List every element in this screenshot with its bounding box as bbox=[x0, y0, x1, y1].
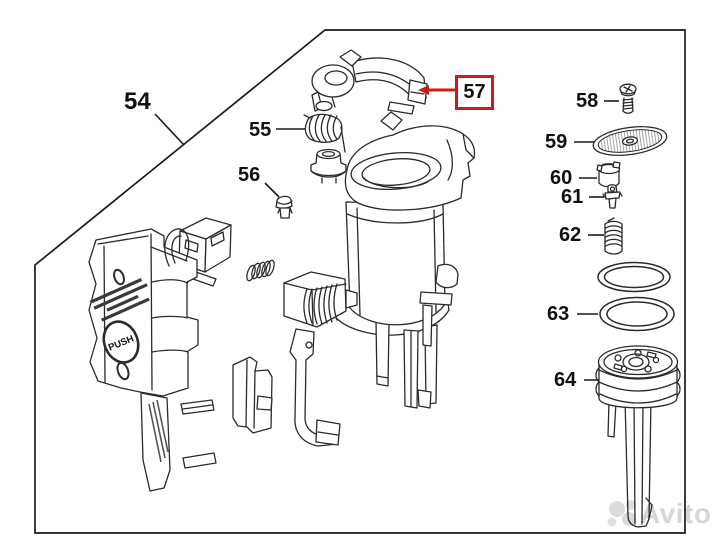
warning-text-block bbox=[89, 278, 150, 322]
part-label-62: 62 bbox=[559, 224, 582, 246]
part-label-61: 61 bbox=[561, 186, 584, 208]
bellows-assembly bbox=[283, 271, 358, 328]
part-label-57: 57 bbox=[463, 81, 486, 103]
part-label-54: 54 bbox=[124, 88, 151, 115]
part-57-sweep-arm bbox=[311, 49, 428, 115]
brew-chamber-cylinder bbox=[335, 201, 459, 409]
small-spring bbox=[246, 259, 275, 282]
frame-border bbox=[34, 29, 686, 534]
highlighted-part-box-57: 57 bbox=[455, 75, 494, 110]
part-label-59: 59 bbox=[545, 131, 568, 153]
part-58-screw bbox=[619, 83, 637, 114]
part-label-56: 56 bbox=[238, 164, 261, 186]
part-label-63: 63 bbox=[547, 303, 570, 325]
leader-lines bbox=[154, 100, 619, 381]
part-label-64: 64 bbox=[554, 369, 577, 391]
part-63-o-rings bbox=[597, 261, 675, 332]
funnel-hopper bbox=[344, 111, 476, 211]
part-59-shower-disc bbox=[592, 126, 668, 156]
part-62-spring bbox=[604, 217, 623, 255]
housing-push bbox=[88, 228, 217, 492]
part-label-60: 60 bbox=[550, 167, 573, 189]
highlight-leader-57 bbox=[418, 85, 455, 95]
watermark-text: Avito bbox=[640, 498, 712, 529]
part-label-58: 58 bbox=[576, 90, 599, 112]
latch-piece bbox=[232, 356, 273, 434]
avito-logo-icon bbox=[607, 500, 636, 527]
part-55-spring bbox=[303, 113, 346, 153]
part-61-valve bbox=[602, 184, 623, 209]
part-56-plug bbox=[275, 195, 293, 219]
part-label-55: 55 bbox=[249, 119, 272, 141]
lever-arm bbox=[289, 328, 341, 447]
cap-piece bbox=[310, 148, 347, 184]
part-60-cup bbox=[596, 161, 621, 188]
watermark: Avito bbox=[604, 496, 719, 532]
